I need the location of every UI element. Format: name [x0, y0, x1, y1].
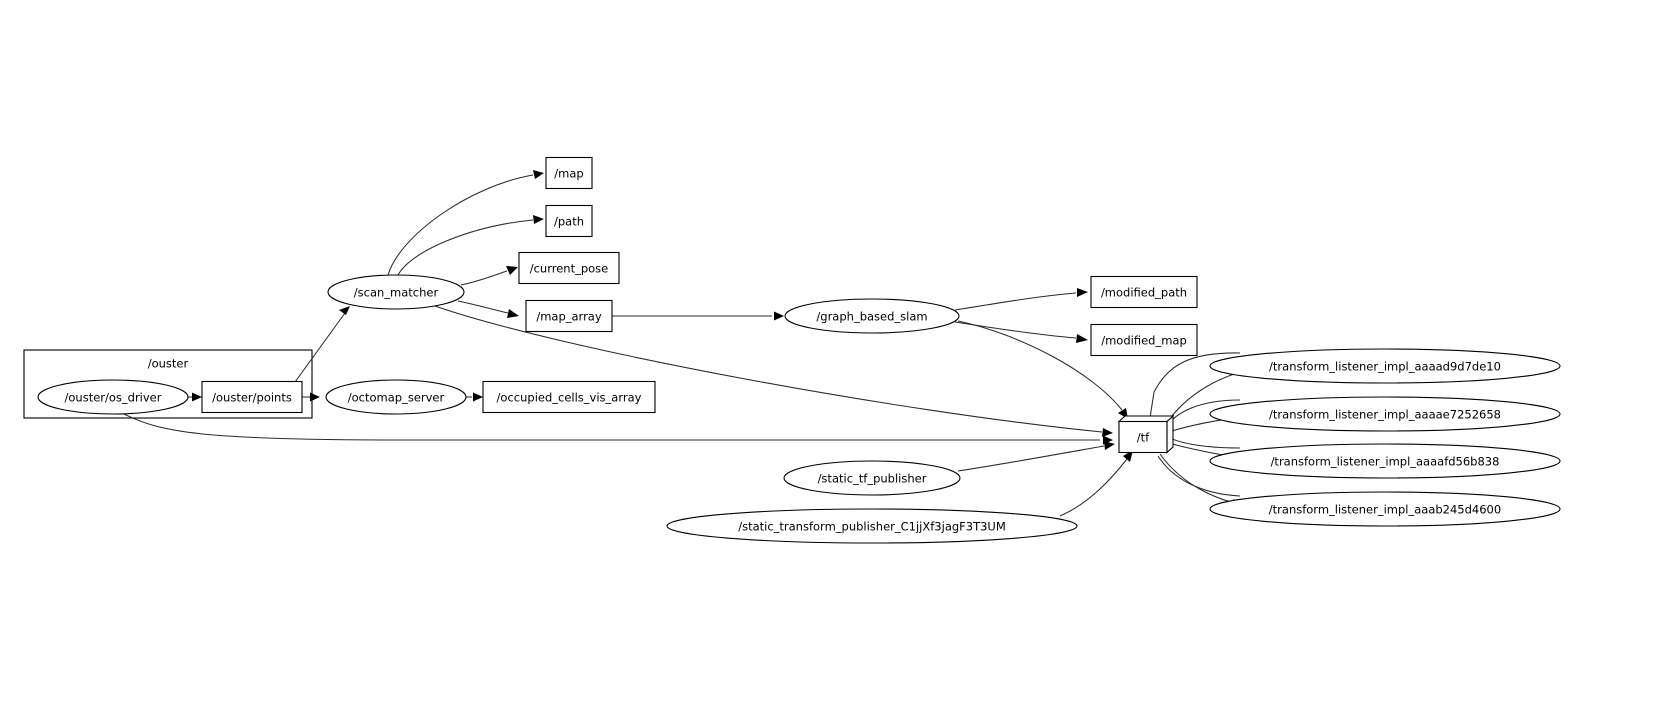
node-modified-path-label: /modified_path	[1101, 286, 1187, 300]
cluster-ouster-label: /ouster	[148, 357, 189, 371]
node-current-pose-label: /current_pose	[530, 262, 609, 276]
node-transform-listener-4[interactable]: /transform_listener_impl_aaab245d4600	[1209, 491, 1561, 527]
node-transform-listener-1-shape[interactable]	[1209, 348, 1561, 384]
node-map-array-shape[interactable]	[525, 299, 613, 333]
node-map-label: /map	[554, 167, 583, 181]
node-occupied-cells-vis-array-label: /occupied_cells_vis_array	[497, 391, 642, 405]
node-transform-listener-2[interactable]: /transform_listener_impl_aaaae7252658	[1209, 396, 1561, 432]
arrowhead-scan_matcher-path	[533, 215, 544, 224]
node-map-shape[interactable]	[545, 156, 593, 190]
node-current-pose-shape[interactable]	[518, 251, 620, 285]
node-transform-listener-3[interactable]: /transform_listener_impl_aaaafd56b838	[1209, 443, 1561, 479]
edge-scan_matcher-map	[387, 174, 534, 276]
node-path[interactable]: /path	[545, 204, 593, 238]
node-graph-based-slam-label: /graph_based_slam	[816, 310, 927, 324]
node-map-array[interactable]: /map_array	[525, 299, 613, 333]
node-static-transform-publisher[interactable]: /static_transform_publisher_C1jjXf3jagF3…	[666, 508, 1078, 544]
node-octomap-server[interactable]: /octomap_server	[325, 379, 467, 415]
node-static-transform-publisher-shape[interactable]	[666, 508, 1078, 544]
node-static-tf-publisher-shape[interactable]	[783, 460, 961, 496]
arrowhead-points-scan_matcher	[339, 306, 350, 315]
node-transform-listener-2-label: /transform_listener_impl_aaaae7252658	[1269, 408, 1501, 422]
node-tf[interactable]: /tf	[1117, 414, 1175, 454]
node-transform-listener-4-shape[interactable]	[1209, 491, 1561, 527]
node-transform-listener-3-shape[interactable]	[1209, 443, 1561, 479]
edge-static_tf_pub-tf	[1059, 458, 1128, 517]
node-ouster-os-driver-shape[interactable]	[37, 379, 189, 415]
node-tf-side-face[interactable]	[1166, 414, 1174, 454]
edge-scan_matcher-current_pose	[460, 270, 508, 286]
node-ouster-points-shape[interactable]	[201, 380, 303, 414]
node-path-label: /path	[554, 215, 584, 229]
arrowhead-points-octomap	[310, 392, 320, 402]
node-modified-map-shape[interactable]	[1090, 323, 1198, 357]
edge-tl4-tf	[1157, 455, 1241, 497]
edge-points-scan_matcher	[294, 312, 346, 383]
arrowhead-os_driver-points	[192, 392, 202, 402]
node-layer[interactable]: /ouster/os_driver /ouster/points /octoma…	[37, 156, 1561, 544]
edge-tl1-tf	[1149, 352, 1241, 419]
node-transform-listener-4-label: /transform_listener_impl_aaab245d4600	[1269, 503, 1501, 517]
node-ouster-points-label: /ouster/points	[212, 391, 292, 405]
arrowhead-graph_slam-modified_map	[1076, 334, 1088, 343]
node-scan-matcher-label: /scan_matcher	[354, 286, 439, 300]
node-static-tf-publisher[interactable]: /static_tf_publisher	[783, 460, 961, 496]
arrowhead-scan_matcher-tf	[1102, 428, 1113, 437]
arrowhead-scan_matcher-map	[533, 170, 544, 179]
node-tf-label: /tf	[1137, 431, 1150, 445]
node-graph-based-slam[interactable]: /graph_based_slam	[784, 298, 960, 334]
node-path-shape[interactable]	[545, 204, 593, 238]
edge-layer	[123, 170, 1284, 517]
node-ouster-os-driver[interactable]: /ouster/os_driver	[37, 379, 189, 415]
node-modified-path-shape[interactable]	[1090, 275, 1198, 309]
node-ouster-points[interactable]: /ouster/points	[201, 380, 303, 414]
edge-tl3-tf	[1166, 435, 1241, 449]
node-map[interactable]: /map	[545, 156, 593, 190]
cluster-ouster: /ouster	[23, 349, 313, 419]
arrowhead-scan_matcher-map_array	[507, 309, 519, 318]
node-transform-listener-1[interactable]: /transform_listener_impl_aaaad9d7de10	[1209, 348, 1561, 384]
arrowhead-map_array-graph_slam	[774, 311, 784, 321]
node-occupied-cells-vis-array[interactable]: /occupied_cells_vis_array	[482, 380, 656, 414]
node-static-transform-publisher-label: /static_transform_publisher_C1jjXf3jagF3…	[738, 520, 1006, 534]
node-scan-matcher-shape[interactable]	[327, 274, 465, 310]
node-modified-path[interactable]: /modified_path	[1090, 275, 1198, 309]
node-octomap-server-label: /octomap_server	[348, 391, 445, 405]
edge-graph_slam-tf	[957, 320, 1123, 411]
node-octomap-server-shape[interactable]	[325, 379, 467, 415]
node-modified-map-label: /modified_map	[1101, 334, 1187, 348]
cluster-ouster-box	[23, 349, 313, 419]
edge-static_tf-tf	[957, 445, 1105, 472]
node-current-pose[interactable]: /current_pose	[518, 251, 620, 285]
arrowhead-graph_slam-modified_path	[1077, 288, 1088, 297]
node-ouster-os-driver-label: /ouster/os_driver	[65, 391, 162, 405]
node-transform-listener-3-label: /transform_listener_impl_aaaafd56b838	[1271, 455, 1500, 469]
edge-scan_matcher-tf	[431, 304, 1103, 433]
edge-scan_matcher-map_array	[457, 300, 509, 314]
node-graph-based-slam-shape[interactable]	[784, 298, 960, 334]
edge-scan_matcher-path	[397, 219, 534, 276]
edge-os_driver-tf	[123, 413, 1100, 441]
arrowhead-scan_matcher-current_pose	[506, 266, 518, 275]
node-modified-map[interactable]: /modified_map	[1090, 323, 1198, 357]
node-map-array-label: /map_array	[536, 310, 602, 324]
node-static-tf-publisher-label: /static_tf_publisher	[818, 472, 927, 486]
node-tf-front-face[interactable]	[1118, 420, 1168, 454]
arrowhead-octomap-occupied	[473, 392, 483, 402]
node-transform-listener-1-label: /transform_listener_impl_aaaad9d7de10	[1269, 360, 1501, 374]
arrowhead-static_tf-tf	[1104, 441, 1115, 450]
node-tf-top-face[interactable]	[1117, 415, 1175, 423]
node-occupied-cells-vis-array-shape[interactable]	[482, 380, 656, 414]
node-transform-listener-2-shape[interactable]	[1209, 396, 1561, 432]
edge-graph_slam-modified_path	[954, 292, 1077, 311]
node-scan-matcher[interactable]: /scan_matcher	[327, 274, 465, 310]
